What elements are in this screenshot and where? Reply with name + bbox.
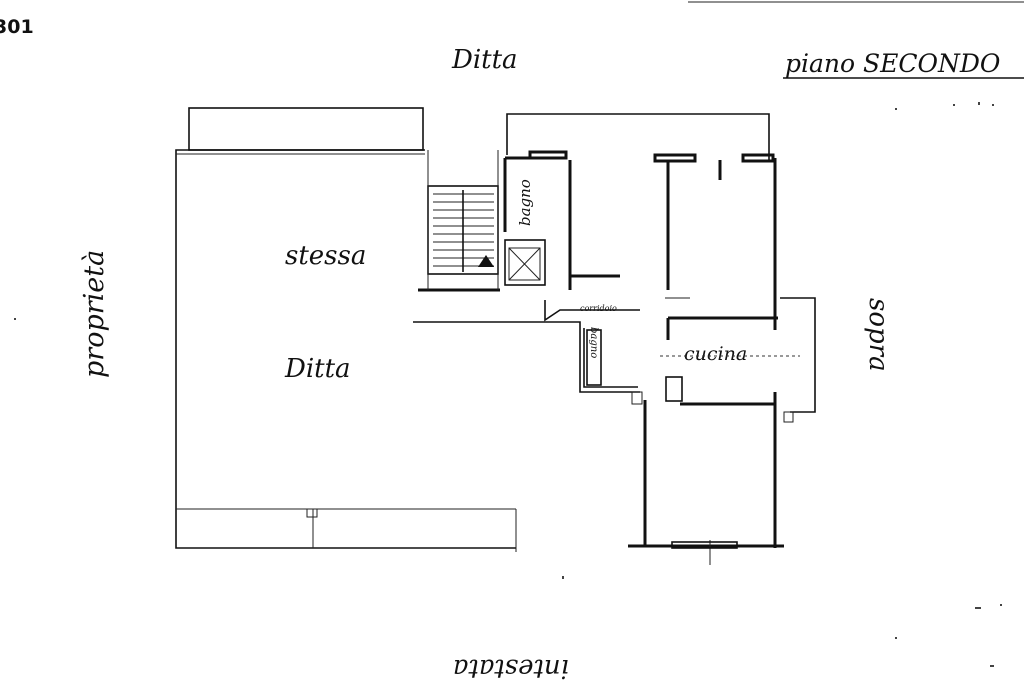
bottom-strip-box	[306, 508, 318, 518]
elevator-cabin	[508, 247, 541, 281]
apartment-right-bump	[780, 297, 816, 413]
neighbor-label-right: sopra	[863, 298, 893, 372]
kitchen-appliance	[665, 376, 683, 402]
wall-stub	[653, 153, 697, 163]
neighbor-label-bottom: intestata	[453, 653, 569, 682]
corridor-lower-wall	[583, 328, 638, 388]
speck	[953, 104, 955, 106]
speck	[562, 576, 564, 579]
speck	[992, 104, 994, 106]
speck	[978, 102, 980, 105]
small-box-lower	[631, 391, 643, 405]
staircase	[418, 150, 500, 292]
speck	[990, 665, 994, 667]
room-label-small-bath: bagno	[588, 327, 599, 358]
room-label-ditta: Ditta	[284, 354, 351, 384]
partitions	[503, 150, 800, 565]
left-area-outline	[175, 149, 516, 549]
small-box-right	[783, 411, 794, 423]
floor-label: piano SECONDO	[783, 49, 1024, 79]
room-label-cucina: cucina	[684, 343, 747, 365]
corridor-line	[544, 300, 640, 322]
speck	[975, 607, 981, 609]
speck	[895, 637, 897, 639]
neighbor-label-left: proprietà	[79, 250, 110, 378]
top-left-annex	[188, 107, 424, 151]
sheet-number: 301	[0, 16, 34, 38]
floor-label-text: piano SECONDO	[785, 49, 1000, 78]
wall-stub	[741, 153, 775, 163]
stair-arrow-icon	[478, 255, 494, 267]
speck	[14, 318, 16, 320]
apartment-step-walls	[413, 321, 640, 393]
window-sill-bottom	[671, 541, 738, 549]
room-label-stessa: stessa	[285, 241, 366, 271]
apartment-outline	[413, 113, 816, 548]
elevator-cross	[508, 247, 541, 281]
elevator	[504, 239, 546, 286]
speck	[1000, 604, 1002, 606]
neighbor-label-top: Ditta	[451, 45, 518, 75]
wall-stub	[528, 150, 568, 160]
left-area	[175, 107, 517, 552]
room-label-bagno: bagno	[516, 179, 534, 226]
speck	[895, 108, 897, 110]
room-label-corridoio: corridoio	[580, 304, 617, 313]
small-bath-box	[586, 329, 602, 386]
scan-marks	[14, 1, 1024, 667]
apartment-top-annex	[506, 113, 770, 160]
elevator-shaft	[504, 239, 546, 286]
